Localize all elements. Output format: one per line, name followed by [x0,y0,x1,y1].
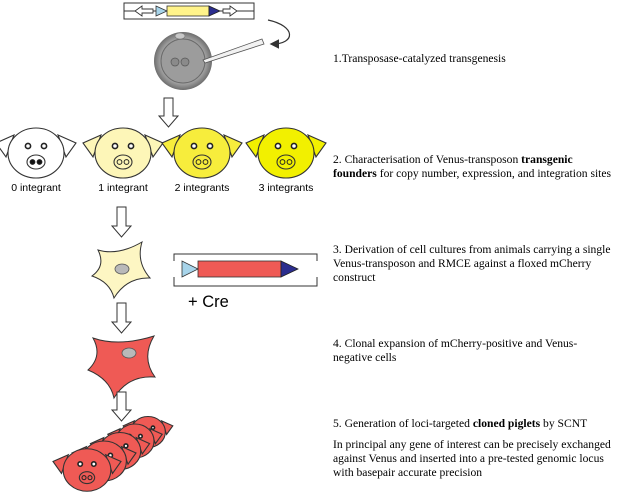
step-4-label: 4. Clonal expansion of mCherry-positive … [333,337,578,364]
loxp-triangle-icon [208,5,221,17]
curved-arrow-icon [267,19,291,49]
injection-pipette-icon [202,38,265,64]
step-5-paragraph: 5. Generation of loci-targeted cloned pi… [333,417,615,431]
step-1-text: 1.Transposase-catalyzed transgenesis [333,52,615,66]
mcherry-gene-box [197,260,282,278]
pig-label-1: 1 integrant [98,182,148,194]
pig-label-3: 3 integrants [259,182,314,194]
step-5-bold: cloned piglets [472,417,541,430]
transposon-construct [123,2,255,20]
down-arrow-4-icon [110,391,133,422]
step-2-text: 2. Characterisation of Venus-transposon … [333,153,615,181]
step-1-label: 1.Transposase-catalyzed transgenesis [333,52,506,65]
mcherry-construct [170,253,320,287]
step-5-note: In principal any gene of interest can be… [333,438,611,479]
step-2-post: for copy number, expression, and integra… [376,167,612,180]
pig-3-integrants [245,127,327,179]
down-arrow-2-icon [110,206,133,238]
step-3-text: 3. Derivation of cell cultures from anim… [333,243,615,285]
pig-2-integrants [161,127,243,179]
cell-culture-pale [90,240,152,300]
down-arrow-1-icon [157,97,180,128]
pig-0-integrant [0,127,77,179]
step-5-post: by SCNT [540,417,588,430]
cloned-piglets-group [52,415,174,492]
step-3-label: 3. Derivation of cell cultures from anim… [333,243,611,284]
down-arrow-3-icon [110,302,133,334]
founder-pigs-row [0,127,327,179]
itr-left-arrow-icon [134,5,154,17]
pig-label-2: 2 integrants [175,182,230,194]
promoter-triangle-2-icon [181,260,199,278]
pig-1-integrant [82,127,164,179]
pig-label-0: 0 integrant [11,182,61,194]
step-2-pre: 2. Characterisation of Venus-transposon [333,153,522,166]
step-5-pre: 5. Generation of loci-targeted [333,417,473,430]
itr-right-arrow-icon [222,5,238,17]
cloned-piglet-5 [52,448,122,492]
loxp-triangle-2-icon [280,260,299,278]
venus-gene-box [166,5,210,17]
step-2-paragraph: 2. Characterisation of Venus-transposon … [333,153,615,181]
cell-mcherry-red [87,335,157,400]
cre-label: + Cre [188,293,229,311]
step-2-bold: transgenic founders [333,153,573,180]
promoter-triangle-icon [155,5,168,17]
step-4-text: 4. Clonal expansion of mCherry-positive … [333,337,615,365]
step-5-text: 5. Generation of loci-targeted cloned pi… [333,417,615,480]
embryo-injection [154,32,265,90]
